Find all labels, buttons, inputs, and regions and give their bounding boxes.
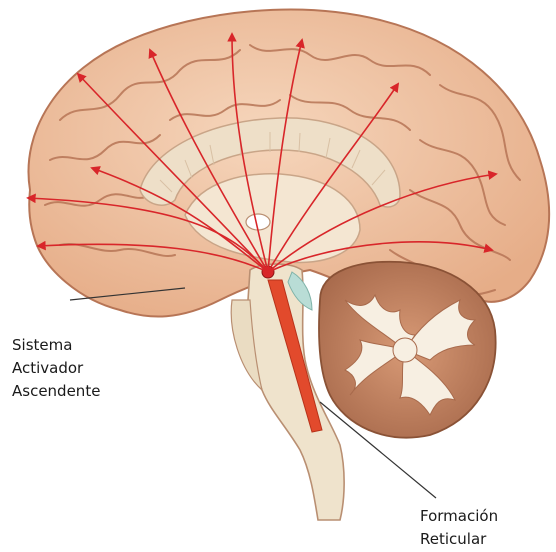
label-line: Formación [420, 505, 498, 528]
label-line: Ascendente [12, 380, 100, 403]
label-activating-system: Sistema Activador Ascendente [12, 334, 100, 403]
label-reticular-formation: Formación Reticular [420, 505, 498, 551]
label-line: Sistema [12, 334, 100, 357]
label-line: Activador [12, 357, 100, 380]
label-line: Reticular [420, 528, 498, 551]
